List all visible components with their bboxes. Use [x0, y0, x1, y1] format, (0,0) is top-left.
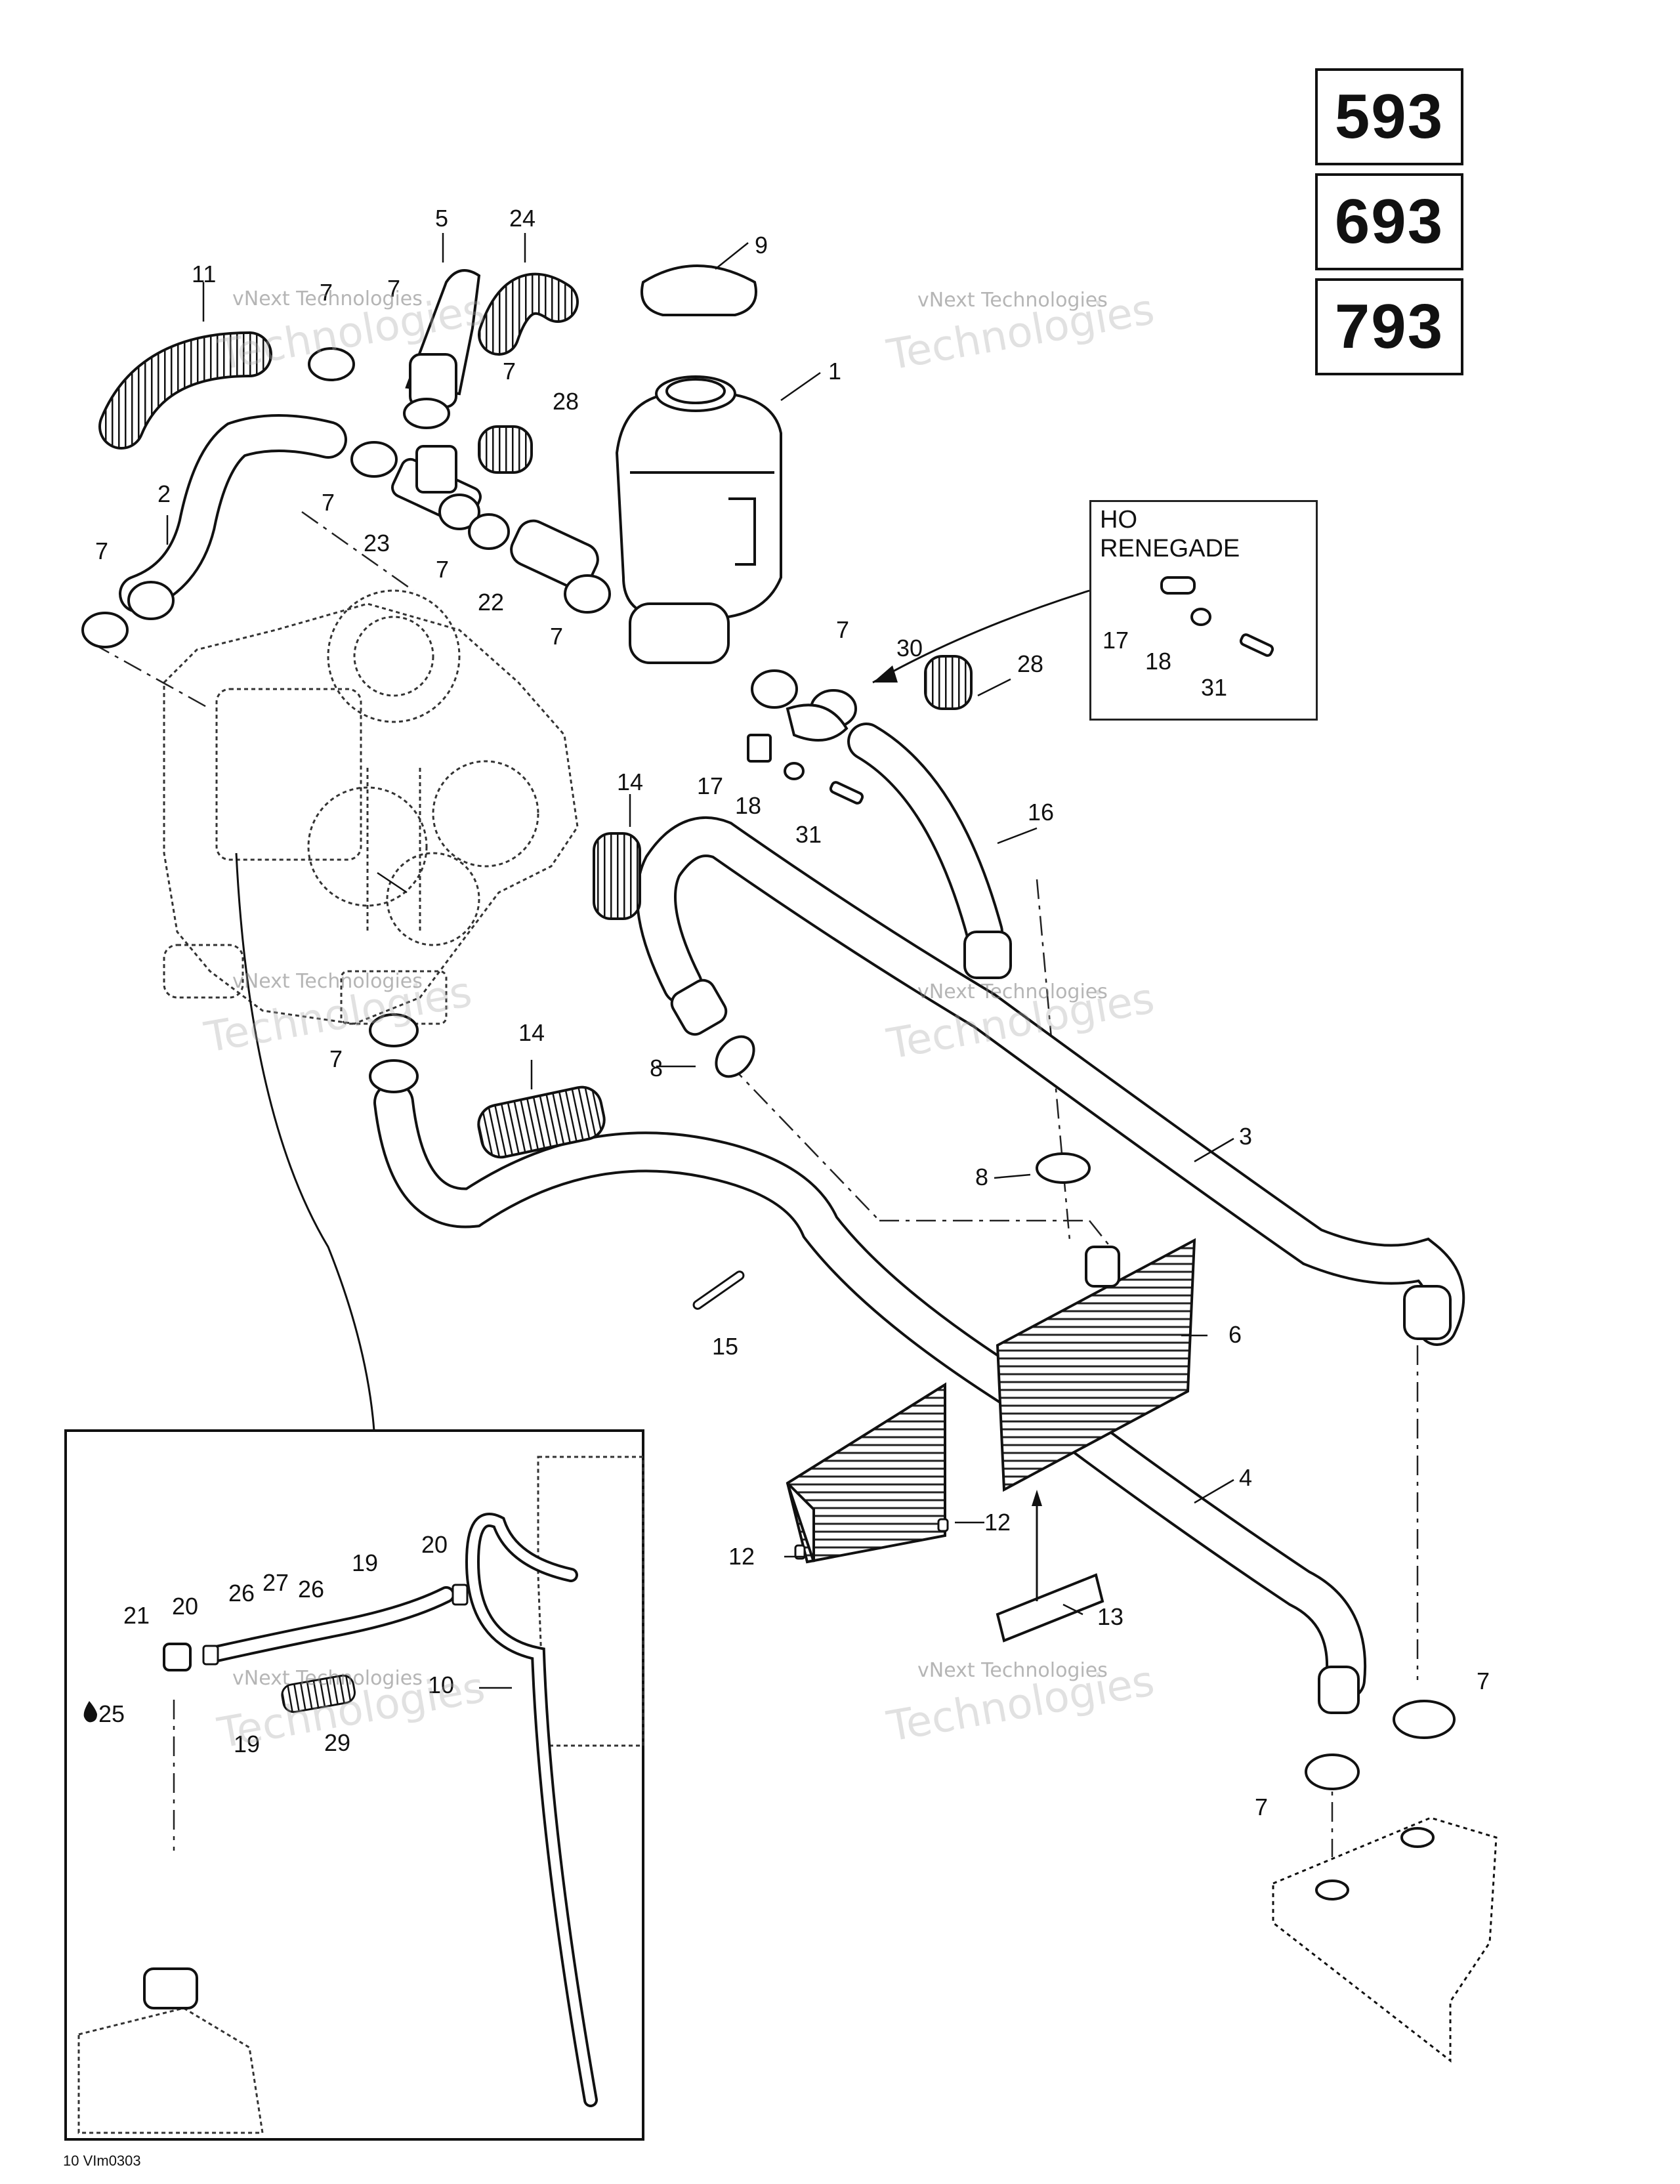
model-793-label: 793: [1334, 291, 1444, 362]
callout-7a: 7: [95, 537, 108, 564]
callout-26b: 26: [298, 1576, 324, 1603]
callout-7f: 7: [550, 623, 563, 650]
ho-renegade-title: HO RENEGADE: [1100, 505, 1240, 563]
callout-7c: 7: [320, 279, 333, 306]
callout-31a: 31: [795, 821, 822, 848]
model-693-label: 693: [1334, 186, 1444, 257]
callout-24: 24: [509, 205, 536, 232]
model-593-label: 593: [1334, 81, 1444, 152]
callout-18a: 18: [735, 792, 761, 819]
callout-2: 2: [158, 480, 171, 507]
inset-detail: [64, 1429, 644, 2141]
callout-7d: 7: [503, 358, 516, 385]
clips-hardware: [747, 576, 1274, 805]
callout-7b: 7: [322, 489, 335, 516]
model-593-box: 593: [1315, 68, 1463, 165]
inset-title-line2: RENEGADE: [1100, 535, 1240, 562]
callout-5: 5: [435, 205, 448, 232]
hose-5: [405, 269, 481, 408]
callout-31b: 31: [1201, 674, 1227, 701]
connector-8: [715, 1035, 1091, 1184]
callout-20b: 20: [172, 1593, 198, 1620]
callout-27: 27: [262, 1569, 289, 1596]
callout-13: 13: [1097, 1603, 1124, 1630]
spring-28-top: [478, 425, 533, 474]
callout-7h: 7: [329, 1045, 343, 1072]
clamps: [81, 347, 1456, 1790]
callout-20a: 20: [421, 1531, 448, 1558]
callout-1: 1: [828, 358, 841, 385]
drain-line: [235, 852, 375, 1431]
model-693-box: 693: [1315, 173, 1463, 270]
callout-7e: 7: [436, 556, 449, 583]
callout-8b: 8: [975, 1164, 988, 1190]
screws: [692, 1270, 949, 1560]
callout-17a: 17: [697, 772, 723, 799]
callout-28a: 28: [553, 388, 579, 415]
mount-plate: [1272, 1816, 1498, 2063]
coolant-reservoir: [615, 375, 782, 664]
callout-15: 15: [712, 1333, 738, 1360]
callout-4: 4: [1239, 1464, 1252, 1491]
callout-8a: 8: [650, 1055, 663, 1082]
callout-14a: 14: [617, 768, 643, 795]
hose-ends: [670, 931, 1452, 1714]
inset-pointer-arrow: [872, 589, 1090, 684]
callout-18b: 18: [1145, 648, 1171, 675]
heat-exchanger-lower: [786, 1382, 946, 1564]
bar-13: [996, 1490, 1104, 1643]
callout-7g: 7: [836, 616, 849, 643]
callout-7i: 7: [1477, 1668, 1490, 1694]
spring-14-lower: [477, 1085, 606, 1159]
model-793-box: 793: [1315, 278, 1463, 375]
callout-12b: 12: [728, 1543, 755, 1570]
callout-12a: 12: [984, 1509, 1011, 1536]
callout-19b: 19: [234, 1731, 260, 1757]
callout-19a: 19: [352, 1549, 378, 1576]
reference-code: 10 VIm0303: [63, 2152, 141, 2169]
callout-25: 25: [98, 1700, 125, 1727]
connector-22: [510, 519, 599, 590]
inset-title-line1: HO: [1100, 506, 1137, 534]
heat-exchanger-6: [996, 1238, 1196, 1492]
callout-29: 29: [324, 1729, 350, 1756]
callout-26a: 26: [228, 1580, 255, 1606]
mount-fittings: [1315, 1827, 1435, 1900]
callout-11: 11: [192, 261, 216, 287]
spring-28-right: [924, 655, 973, 710]
callout-21: 21: [123, 1602, 150, 1629]
callout-23: 23: [364, 530, 390, 556]
callout-10: 10: [428, 1671, 454, 1698]
callout-14b: 14: [518, 1019, 545, 1046]
callout-17b: 17: [1102, 627, 1129, 654]
radiator-cap: [640, 264, 757, 316]
callout-leaders: [166, 233, 1234, 1689]
engine-illustration: [163, 589, 579, 1025]
spring-14-upper: [593, 832, 641, 920]
ho-renegade-inset: [1089, 500, 1318, 721]
callout-7j: 7: [1255, 1794, 1268, 1820]
callout-16: 16: [1028, 799, 1054, 826]
callout-22: 22: [478, 589, 504, 616]
callout-9: 9: [755, 232, 768, 259]
callout-3: 3: [1239, 1123, 1252, 1150]
callout-7k: 7: [387, 275, 400, 302]
callout-6: 6: [1228, 1321, 1242, 1348]
spring-29: [281, 1674, 356, 1713]
callout-28b: 28: [1017, 650, 1043, 677]
callout-30: 30: [896, 635, 923, 662]
drop-icon: [83, 1701, 97, 1723]
